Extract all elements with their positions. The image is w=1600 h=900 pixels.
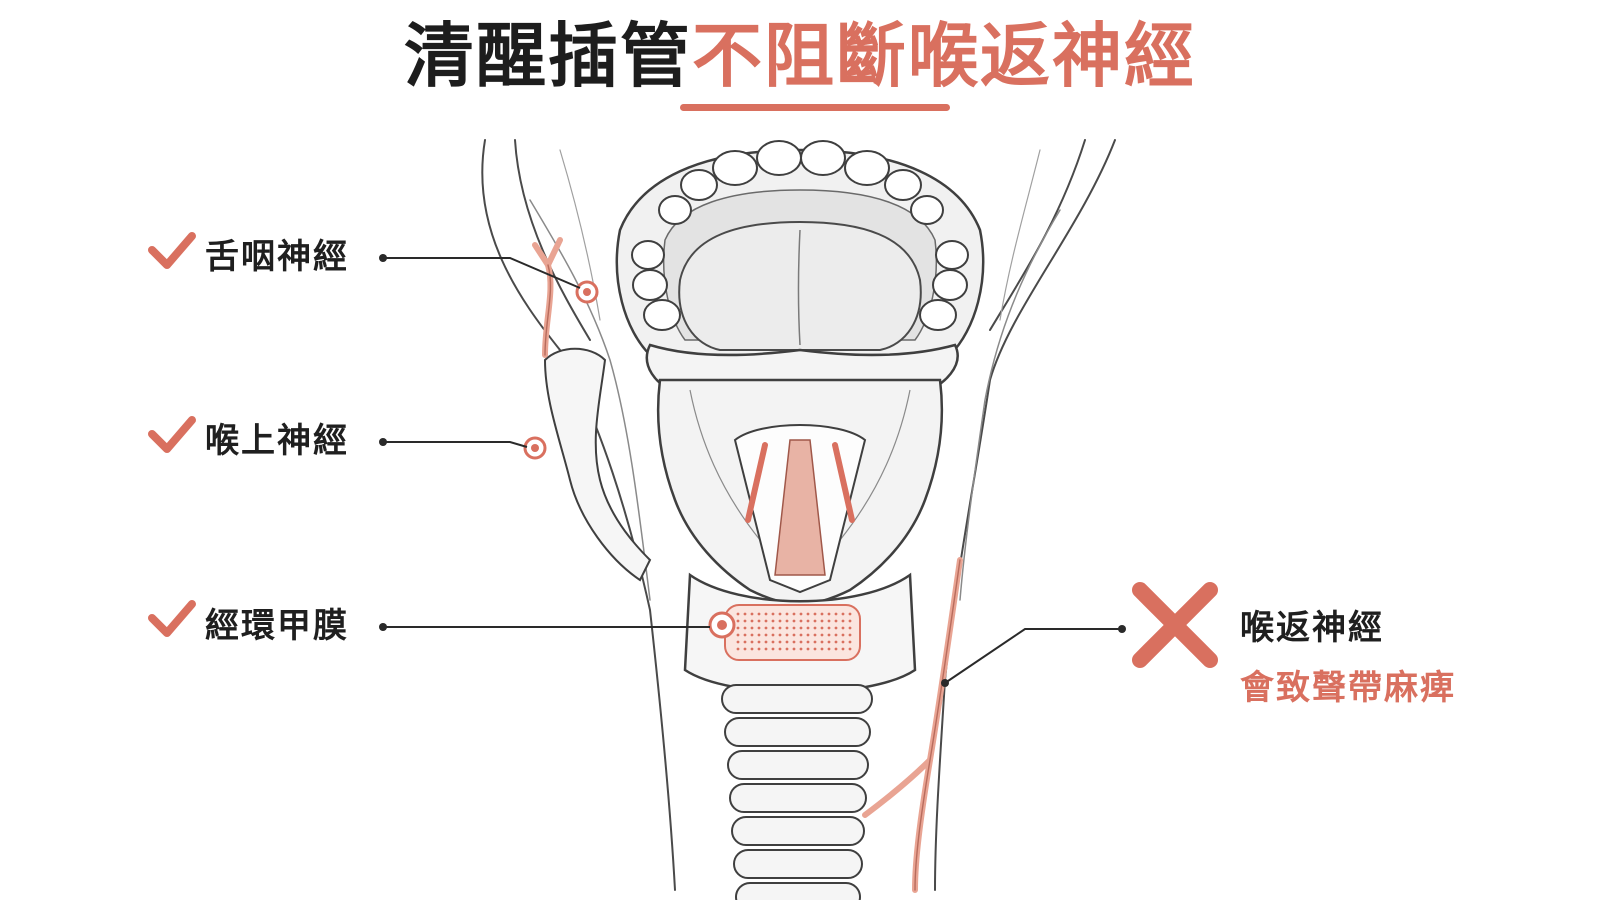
check-icon [148, 416, 196, 453]
hyoid-horn-left [543, 347, 652, 582]
leader-dots [379, 254, 1126, 687]
title-highlight: 不阻斷喉返神經 [692, 15, 1196, 97]
title-prefix: 清醒插管 [404, 15, 692, 97]
label-superior-laryngeal: 喉上神經 [205, 421, 349, 461]
label-cricothyroid-membrane: 經環甲膜 [205, 606, 349, 646]
check-icon [148, 232, 196, 269]
leader-lines [385, 257, 1120, 684]
marker-superior-laryngeal [523, 436, 547, 460]
nerve-outline [544, 264, 961, 891]
cricothyroid-membrane [724, 604, 861, 661]
marker-cricothyroid [708, 611, 736, 639]
check-icon [148, 600, 196, 637]
lower-teeth [631, 240, 969, 331]
tongue [678, 220, 922, 351]
label-recurrent-laryngeal: 喉返神經 [1240, 608, 1384, 648]
cross-icon [1132, 582, 1218, 668]
title-underline [680, 104, 950, 111]
label-glossopharyngeal: 舌咽神經 [205, 237, 349, 277]
upper-teeth [658, 140, 944, 225]
marker-glossopharyngeal [575, 280, 599, 304]
recurrent-warning-text: 會致聲帶麻痺 [1240, 668, 1456, 708]
glottis [733, 424, 867, 594]
page-title: 清醒插管不阻斷喉返神經 [0, 8, 1600, 104]
neck-outline [481, 139, 1116, 891]
trachea [721, 684, 873, 900]
